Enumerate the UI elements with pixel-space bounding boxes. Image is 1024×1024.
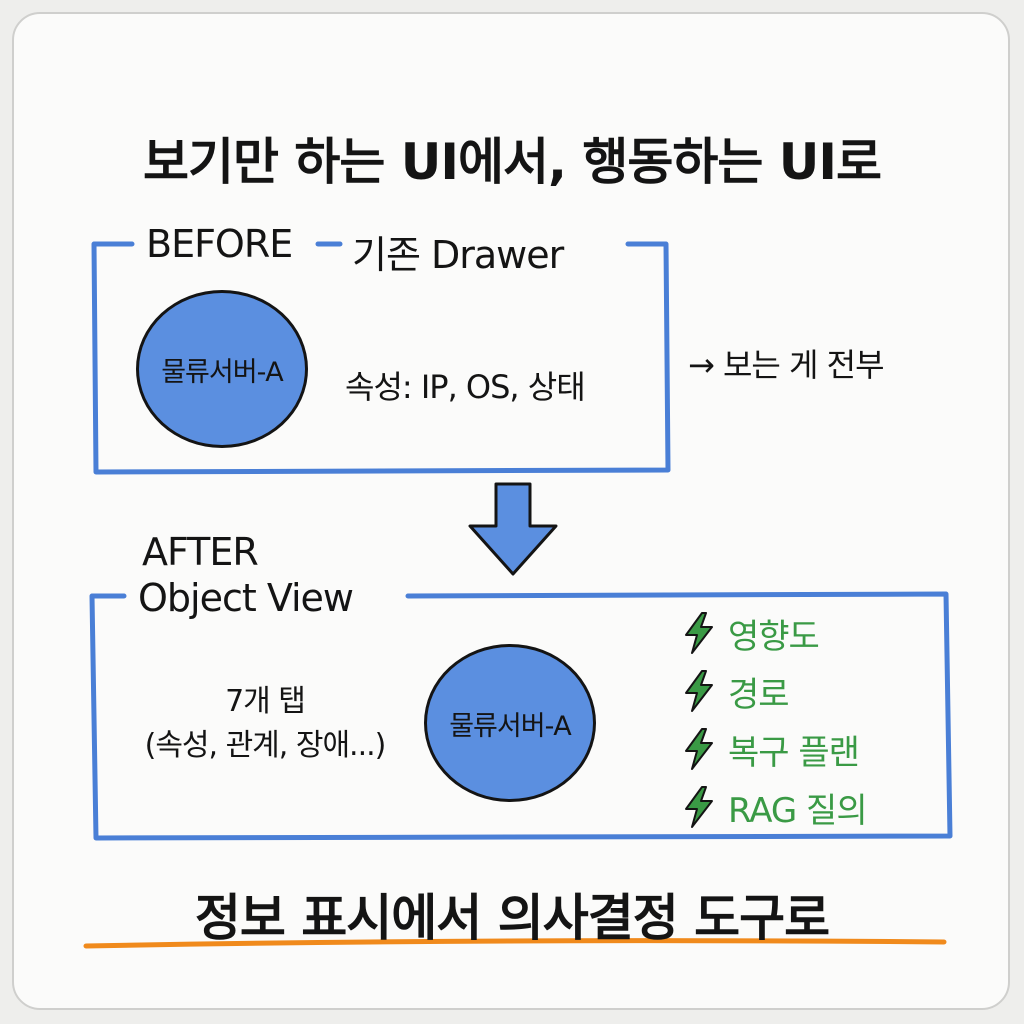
down-arrow-icon [468, 482, 558, 576]
before-label: BEFORE [146, 222, 293, 266]
action-label: 복구 플랜 [728, 732, 860, 773]
after-node-circle: 물류서버-A [424, 644, 596, 802]
before-node-circle: 물류서버-A [136, 290, 308, 448]
before-attributes: 속성: IP, OS, 상태 [345, 368, 586, 406]
lightning-icon [685, 786, 713, 828]
after-label: AFTER [142, 530, 259, 574]
lightning-icon [685, 728, 713, 770]
lightning-icon [685, 612, 713, 654]
action-item-rag-query: RAG 질의 [682, 778, 868, 836]
after-tabs: 7개 탭 (속성, 관계, 장애...) [108, 680, 422, 768]
lightning-icon [685, 670, 713, 712]
action-item-path: 경로 [682, 662, 867, 720]
after-tabs-list: (속성, 관계, 장애...) [144, 728, 387, 763]
action-item-impact: 영향도 [682, 604, 867, 662]
page-title: 보기만 하는 UI에서, 행동하는 UI로 [142, 133, 882, 191]
after-tabs-count: 7개 탭 [225, 684, 306, 719]
before-sublabel: 기존 Drawer [352, 233, 564, 277]
action-label: 경로 [728, 674, 790, 715]
after-frame [89, 591, 953, 841]
before-frame [91, 241, 671, 475]
action-item-recovery-plan: 복구 플랜 [682, 720, 867, 778]
after-sublabel: Object View [138, 576, 354, 620]
conclusion-text: 정보 표시에서 의사결정 도구로 [194, 889, 830, 947]
action-label: RAG 질의 [728, 790, 868, 831]
before-node-label: 물류서버-A [161, 356, 284, 388]
action-list: 영향도 경로 복구 플랜 RAG 질의 [682, 604, 868, 836]
action-label: 영향도 [728, 616, 820, 657]
conclusion-underline [83, 938, 947, 949]
after-node-label: 물류서버-A [449, 710, 572, 742]
before-note: → 보는 게 전부 [688, 346, 885, 384]
